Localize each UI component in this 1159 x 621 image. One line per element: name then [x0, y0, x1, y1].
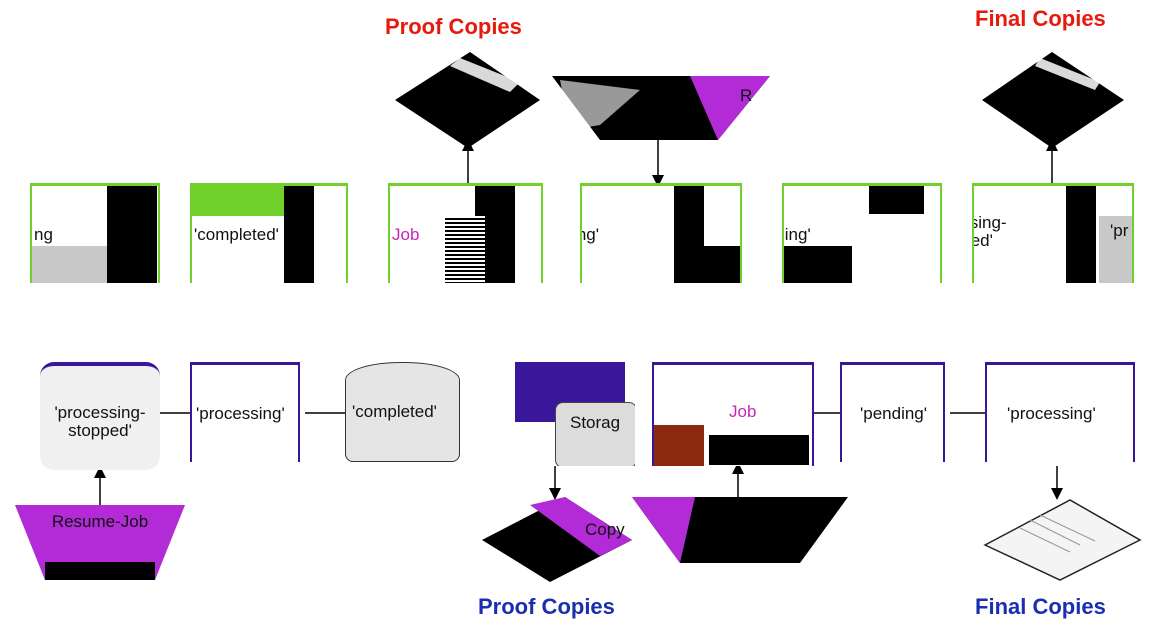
storage-node[interactable]: Storag — [515, 362, 635, 466]
state-top-3-label: Job — [392, 225, 420, 244]
state-top-6-label: 'processing-stopped' — [972, 213, 1007, 250]
resume-job-shape — [15, 505, 185, 580]
state-top-7[interactable]: 'pr — [1110, 210, 1159, 250]
final-copies-label-top: Final Copies — [975, 6, 1106, 31]
state-bot-2[interactable]: 'processing' — [190, 362, 300, 462]
document-icon-final-top — [982, 52, 1124, 148]
state-bot-2-label: 'processing' — [196, 404, 285, 423]
state-top-1[interactable]: ng — [30, 183, 160, 283]
document-icon-final-bottom — [983, 499, 1142, 581]
state-top-3[interactable]: Job — [388, 183, 543, 283]
state-top-1-label: ng — [34, 225, 53, 244]
state-bot-4-label: Job — [729, 402, 757, 421]
proof-copies-label-bottom: Proof Copies — [478, 594, 615, 619]
copy-label: Copy — [585, 520, 625, 539]
final-copies-label-part-a: Fi — [975, 594, 995, 619]
state-bot-4[interactable]: Job — [652, 362, 814, 466]
release-label: R — [740, 86, 753, 105]
state-bot-1[interactable]: 'processing-stopped' — [40, 362, 160, 470]
state-top-5[interactable]: 'processing' — [782, 183, 942, 283]
proof-copies-label-top: Proof Copies — [385, 14, 522, 39]
state-bot-3-label: 'completed' — [352, 402, 437, 421]
state-top-6[interactable]: 'processing-stopped' — [972, 183, 1134, 283]
state-top-4[interactable]: 'pending' — [580, 183, 742, 283]
state-bot-6-label: 'processing' — [1007, 404, 1096, 423]
final-copies-label-part-b: nal Copies — [994, 594, 1106, 619]
final-copies-label-bottom: Final Copies — [975, 594, 1106, 620]
state-bot-6[interactable]: 'processing' — [985, 362, 1135, 462]
state-bot-5[interactable]: 'pending' — [840, 362, 945, 462]
state-bot-5-label: 'pending' — [860, 404, 927, 423]
state-top-5-label: 'processing' — [784, 225, 811, 244]
state-bot-3[interactable]: 'completed' — [345, 362, 460, 462]
state-top-2[interactable]: 'completed' — [190, 183, 348, 283]
state-bot-1-label: 'processing-stopped' — [54, 403, 146, 440]
resume-job-label: Resume-Job — [51, 512, 149, 531]
state-top-4-label: 'pending' — [582, 225, 599, 244]
storage-label: Storag — [570, 413, 621, 432]
state-top-2-label: 'completed' — [194, 225, 279, 244]
state-top-7-label: 'pr — [1110, 221, 1129, 240]
